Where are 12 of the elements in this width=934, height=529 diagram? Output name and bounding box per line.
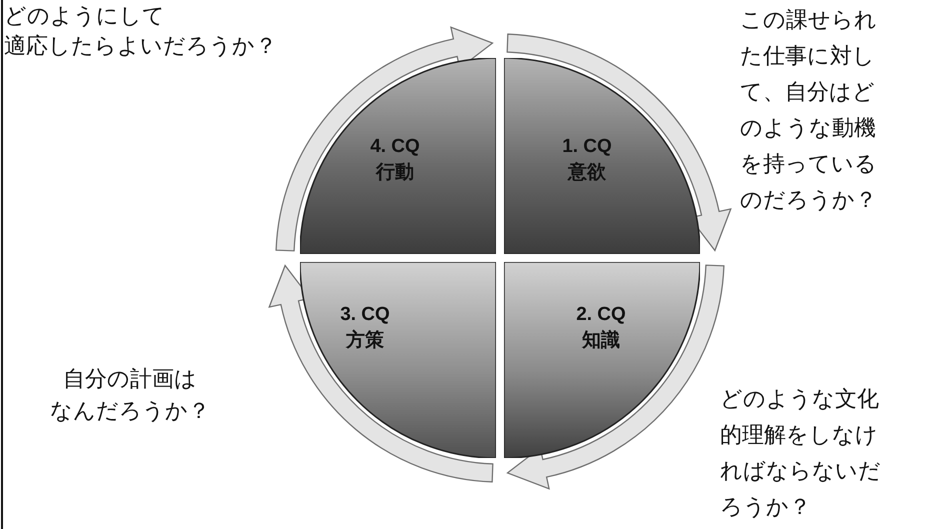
quadrant-label: 1. CQ 意欲 [561, 135, 613, 185]
question-text: どのようにして適応したらよいだろうか？ [4, 3, 277, 61]
quadrant-label: 4. CQ 行動 [369, 135, 421, 185]
question-text: この課せられた仕事に対して、自分はどのような動機を持っているのだろうか？ [740, 7, 877, 215]
quadrant-label: 2. CQ 知識 [575, 303, 627, 353]
cycle-arrow [276, 26, 494, 252]
question-text: 自分の計画はなんだろうか？ [50, 366, 210, 426]
question-text: どのような文化的理解をしなければならないだろうか？ [720, 386, 881, 522]
quadrant-label: 3. CQ 方策 [339, 303, 391, 353]
cycle-arrow [506, 264, 724, 490]
cycle-arrow [268, 264, 494, 482]
cycle-arrow [506, 34, 732, 252]
